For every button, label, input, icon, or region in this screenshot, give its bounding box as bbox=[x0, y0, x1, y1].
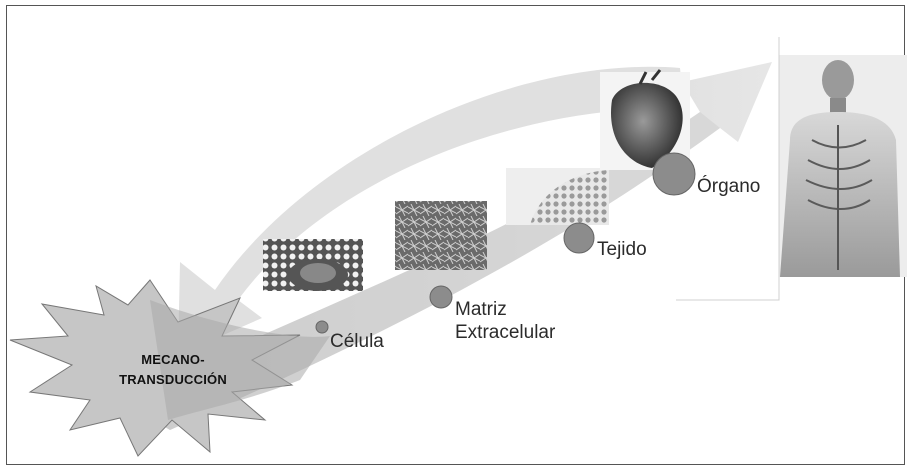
node-organo bbox=[653, 153, 695, 195]
burst-label: MECANO- TRANSDUCCIÓN bbox=[98, 350, 248, 390]
label-matriz-line1: Matriz bbox=[455, 298, 555, 321]
label-matriz: Matriz Extracelular bbox=[455, 298, 555, 344]
node-celula bbox=[316, 321, 328, 333]
extracellular-matrix-image bbox=[395, 201, 487, 270]
human-body-image bbox=[779, 55, 907, 277]
cell-image bbox=[263, 239, 363, 291]
label-matriz-line2: Extracelular bbox=[455, 321, 555, 344]
burst-label-line2: TRANSDUCCIÓN bbox=[98, 370, 248, 390]
label-organo: Órgano bbox=[697, 175, 760, 198]
burst-label-line1: MECANO- bbox=[98, 350, 248, 370]
tissue-image bbox=[506, 168, 609, 225]
label-tejido: Tejido bbox=[597, 238, 647, 261]
node-tejido bbox=[564, 223, 594, 253]
node-matriz bbox=[430, 286, 452, 308]
label-celula: Célula bbox=[330, 330, 384, 353]
